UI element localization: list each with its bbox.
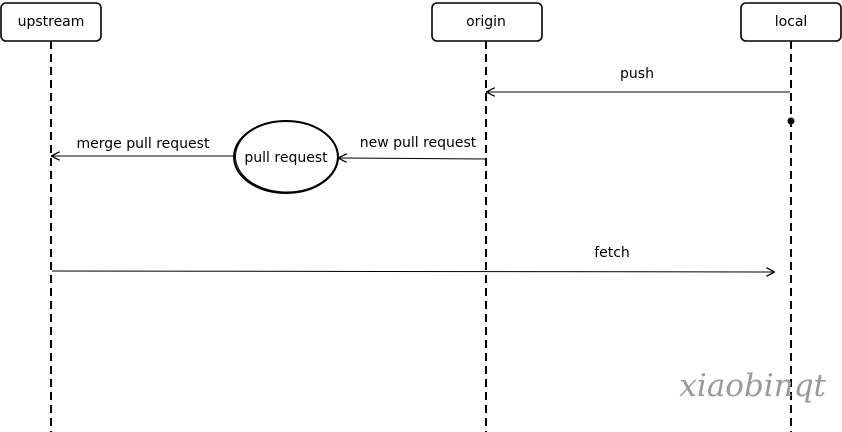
push-label: push	[620, 66, 654, 82]
new-pull-request-label: new pull request	[360, 135, 477, 151]
message-fetch: fetch	[51, 245, 774, 272]
actor-origin: origin	[431, 2, 543, 42]
message-merge-pull-request: merge pull request	[52, 136, 233, 156]
pull-request-node: pull request	[233, 120, 339, 194]
actor-local-label: local	[775, 14, 808, 30]
message-push: push	[487, 66, 790, 92]
local-activation-dot	[787, 117, 795, 125]
new-pull-request-arrow	[339, 158, 487, 159]
actor-upstream-label: upstream	[18, 14, 85, 30]
fetch-arrow	[51, 271, 774, 272]
pull-request-node-label: pull request	[244, 150, 328, 166]
fetch-label: fetch	[594, 245, 630, 261]
watermark-text: xiaobinqt	[679, 368, 826, 404]
actor-origin-label: origin	[466, 14, 506, 30]
actor-upstream: upstream	[0, 2, 102, 42]
merge-pull-request-label: merge pull request	[77, 136, 210, 152]
actor-local: local	[740, 2, 842, 42]
message-new-pull-request: new pull request	[339, 135, 487, 159]
